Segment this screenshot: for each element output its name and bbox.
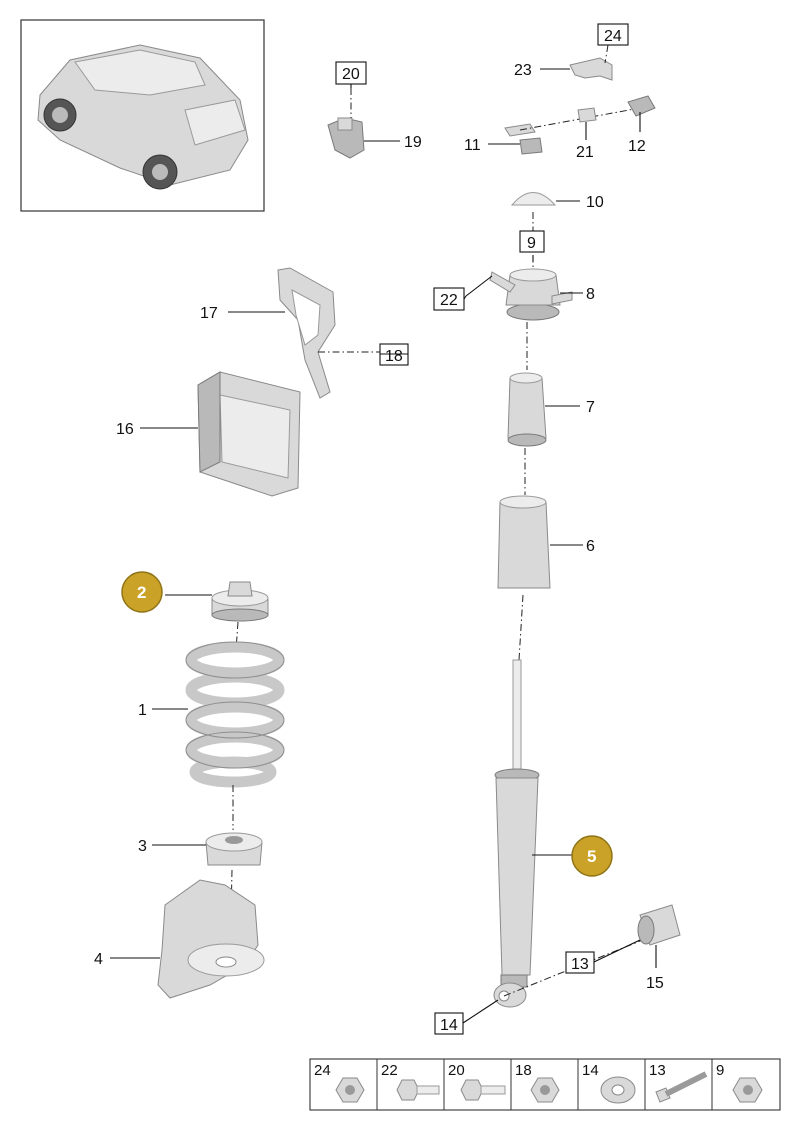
callout-4: 4 [94,951,103,968]
bump-stop-part-7 [507,372,547,447]
top-mount-part-8 [489,268,573,321]
svg-text:24: 24 [604,28,622,45]
callout-3: 3 [138,838,147,855]
bushing-part-15 [637,904,681,946]
callout-23: 23 [514,62,532,79]
boxed-callout-22: 22 [433,287,465,311]
bracket-part-17 [277,267,336,399]
nut-part-21 [577,107,597,123]
callout-11: 11 [464,137,481,154]
hardware-strip: 24 22 20 18 14 13 9 [309,1058,781,1111]
svg-text:22: 22 [440,292,458,309]
svg-text:18: 18 [385,348,403,365]
spring-axis-top [235,621,239,651]
hw-label-2: 20 [448,1062,465,1079]
control-unit-part-16 [197,371,301,497]
svg-text:13: 13 [571,956,589,973]
leader-lines [110,68,657,968]
lower-axis-1 [518,594,524,661]
spring-pad-part-2 [211,581,269,622]
plug-part-12 [627,95,656,117]
leader-22-join [463,295,467,300]
callout-7: 7 [586,399,595,416]
leader-14 [462,999,499,1024]
hw-label-4: 14 [582,1062,599,1079]
washer-icon [600,1076,636,1104]
callout-10: 10 [586,194,604,211]
cap-part-10 [510,192,557,206]
callout-17: 17 [200,305,218,322]
shock-absorber-part-5 [493,659,540,1008]
callout-1: 1 [138,702,147,719]
bolt-icon [396,1079,440,1101]
sensor-part-19 [327,117,365,159]
boxed-callout-9: 9 [519,230,545,253]
spring-seat-part-4 [157,879,265,999]
bolt-icon-2 [460,1079,506,1101]
hex-nut-icon-2 [530,1077,560,1103]
callout-16: 16 [116,421,134,438]
coil-spring-part-1 [185,641,285,788]
hw-label-0: 24 [314,1062,331,1079]
boxed-callout-14: 14 [434,1012,464,1035]
svg-text:5: 5 [587,847,596,866]
lower-spring-pad-part-3 [205,832,263,866]
hw-label-1: 22 [381,1062,398,1079]
badge-callout-2: 2 [121,571,163,613]
bracket-part-23 [569,57,613,81]
dust-boot-part-6 [497,495,551,589]
bracket-axis-line [604,44,609,64]
svg-text:9: 9 [527,235,536,252]
hex-nut-icon [335,1077,365,1103]
hw-label-3: 18 [515,1062,532,1079]
leader-13 [593,939,641,963]
badge-callout-5: 5 [571,835,613,877]
hw-label-5: 13 [649,1062,666,1079]
callout-15: 15 [646,975,664,992]
boxed-callout-13: 13 [565,951,595,974]
sensor-part-11 [504,123,543,155]
svg-text:14: 14 [440,1017,458,1034]
hex-nut-icon-3 [732,1077,763,1103]
boxed-callout-18: 18 [379,343,409,366]
boxed-callout-24: 24 [597,23,629,46]
long-bolt-icon [655,1071,708,1103]
callout-19: 19 [404,134,422,151]
callout-12: 12 [628,138,646,155]
hw-label-6: 9 [716,1062,724,1079]
boxed-callout-20: 20 [335,61,367,85]
callout-21: 21 [576,144,594,161]
callout-6: 6 [586,538,595,555]
svg-text:2: 2 [137,583,146,602]
svg-text:20: 20 [342,66,360,83]
callout-8: 8 [586,286,595,303]
vehicle-thumbnail [20,19,265,212]
